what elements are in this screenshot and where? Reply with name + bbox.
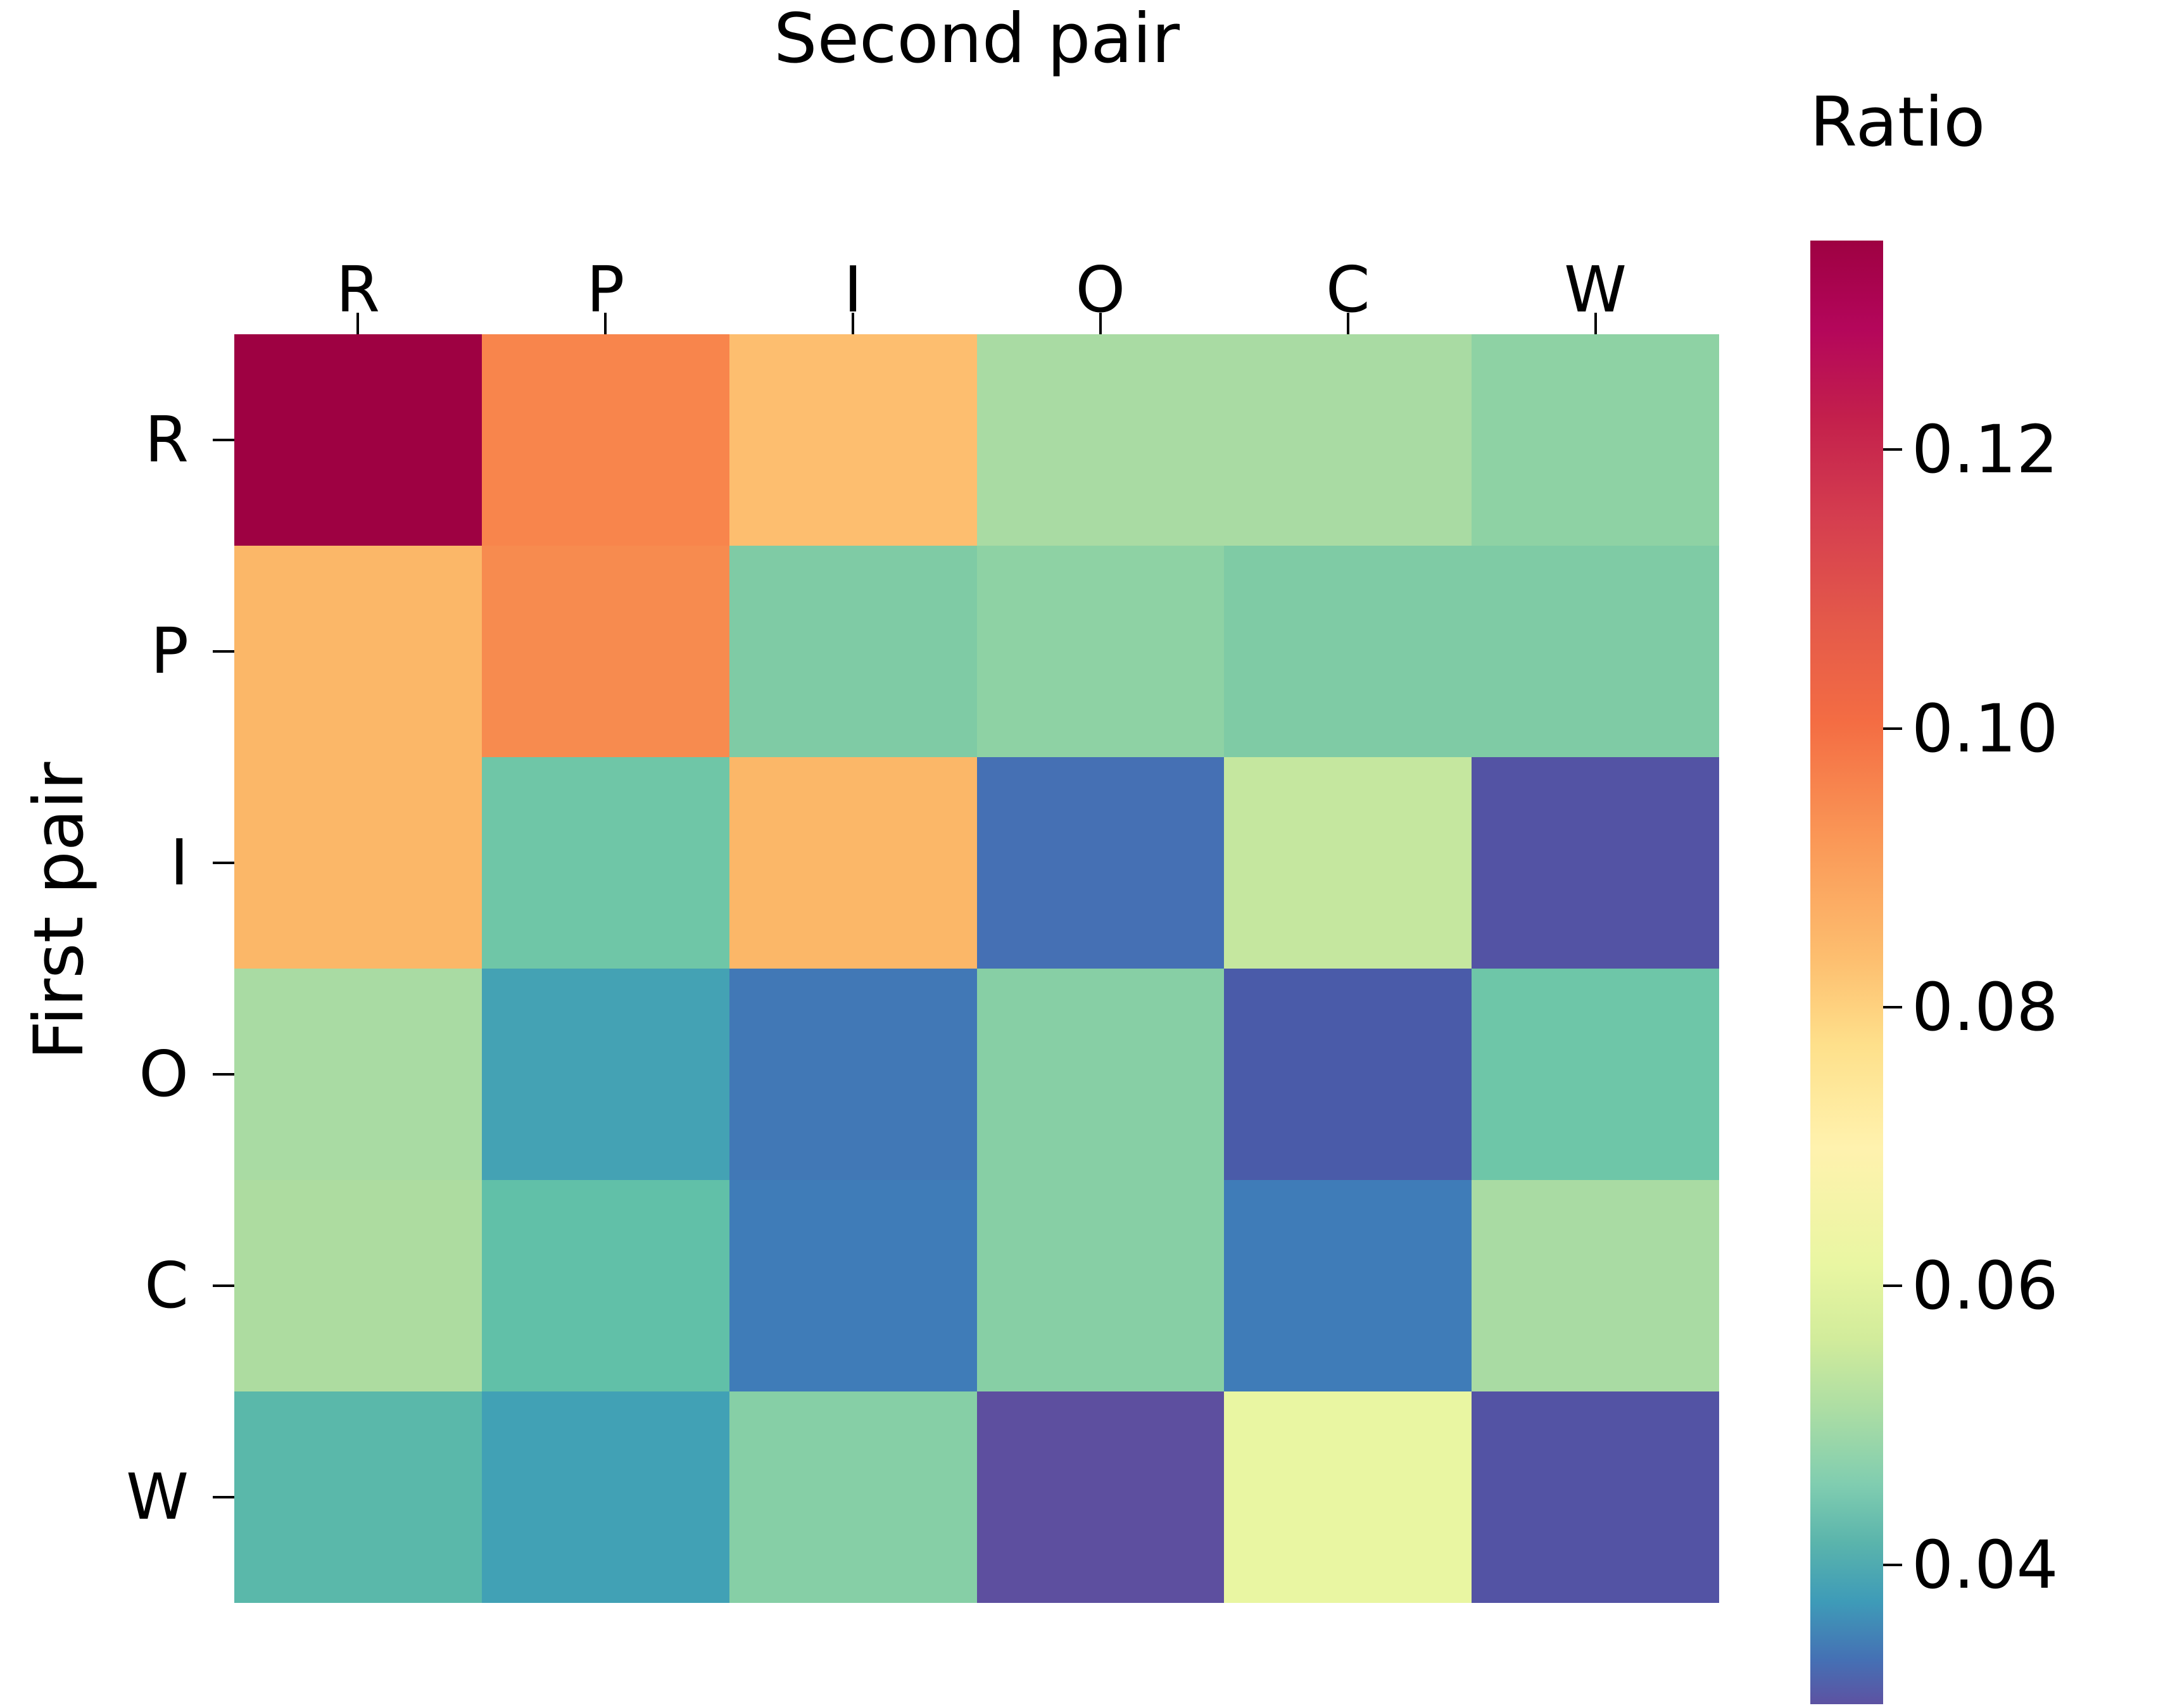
colorbar-tick-label-0-06: 0.06 xyxy=(1912,1247,2059,1325)
heatmap-cell-w-o xyxy=(976,1391,1225,1603)
colorbar: 0.12 0.10 0.08 0.06 0.04 xyxy=(1810,241,2059,1704)
heatmap-cell-p-o xyxy=(976,546,1225,757)
heatmap-cell-r-w xyxy=(1472,334,1719,546)
column-tick-mark-o xyxy=(977,313,1225,334)
row-tick-mark-r xyxy=(213,334,234,546)
heatmap-cell-o-r xyxy=(234,969,482,1180)
heatmap-cell-i-i xyxy=(729,757,977,969)
heatmap-cell-p-i xyxy=(729,546,977,757)
column-tick-label-c: C xyxy=(1325,253,1370,327)
column-tick-mark-c xyxy=(1224,313,1472,334)
heatmap-cell-i-w xyxy=(1472,757,1719,969)
column-tick-label-o: O xyxy=(1075,253,1126,327)
colorbar-title: Ratio xyxy=(1810,83,1986,162)
heatmap-cell-c-i xyxy=(729,1180,977,1391)
row-tick-mark-w xyxy=(213,1391,234,1603)
colorbar-tick-mark-0-08 xyxy=(1883,1006,1902,1009)
heatmap-cell-r-i xyxy=(729,334,977,546)
heatmap-cell-p-p xyxy=(481,546,729,757)
heatmap-cell-i-r xyxy=(234,757,482,969)
row-tick-label-p: P xyxy=(150,614,189,688)
heatmap-cell-c-w xyxy=(1472,1180,1719,1391)
colorbar-tick-label-0-08: 0.08 xyxy=(1912,969,2059,1046)
heatmap-cell-p-w xyxy=(1472,546,1719,757)
colorbar-tick-label-0-04: 0.04 xyxy=(1912,1526,2059,1604)
row-tick-label-i: I xyxy=(170,826,189,900)
column-tick-mark-w xyxy=(1472,313,1719,334)
heatmap-cell-o-p xyxy=(481,969,729,1180)
colorbar-tick-label-0-12: 0.12 xyxy=(1912,411,2059,489)
row-tick-mark-p xyxy=(213,546,234,757)
column-tick-label-p: P xyxy=(586,253,625,327)
column-tick-mark-r xyxy=(234,313,482,334)
heatmap-cell-c-o xyxy=(976,1180,1225,1391)
column-tick-label-w: W xyxy=(1564,253,1627,327)
heatmap-plot-area xyxy=(234,334,1719,1603)
heatmap-cell-w-c xyxy=(1224,1391,1472,1603)
colorbar-tick-mark-0-04 xyxy=(1883,1563,1902,1566)
heatmap-cell-i-p xyxy=(481,757,729,969)
heatmap-cell-o-c xyxy=(1224,969,1472,1180)
colorbar-tick-mark-0-12 xyxy=(1883,448,1902,451)
colorbar-gradient xyxy=(1810,241,1883,1704)
heatmap-cell-r-p xyxy=(481,334,729,546)
heatmap-cell-c-r xyxy=(234,1180,482,1391)
heatmap-cell-c-c xyxy=(1224,1180,1472,1391)
row-tick-mark-o xyxy=(213,969,234,1180)
heatmap-cell-c-p xyxy=(481,1180,729,1391)
heatmap-cell-r-c xyxy=(1224,334,1472,546)
heatmap-cell-i-o xyxy=(976,757,1225,969)
row-tick-marks xyxy=(213,334,234,1603)
colorbar-tick-label-0-1: 0.10 xyxy=(1912,689,2059,767)
heatmap-cell-r-o xyxy=(976,334,1225,546)
row-tick-label-o: O xyxy=(139,1037,189,1111)
row-tick-labels: R P I O C W xyxy=(76,334,203,1603)
heatmap-grid xyxy=(234,334,1719,1603)
column-tick-label-r: R xyxy=(336,253,381,327)
column-tick-labels: R P I O C W xyxy=(234,227,1719,322)
row-tick-label-c: C xyxy=(144,1248,189,1322)
column-tick-marks xyxy=(234,313,1719,334)
heatmap-cell-w-p xyxy=(481,1391,729,1603)
heatmap-cell-w-i xyxy=(729,1391,977,1603)
heatmap-cell-o-i xyxy=(729,969,977,1180)
row-tick-mark-i xyxy=(213,757,234,969)
heatmap-cell-w-w xyxy=(1472,1391,1719,1603)
heatmap-cell-o-w xyxy=(1472,969,1719,1180)
heatmap-cell-p-r xyxy=(234,546,482,757)
heatmap-cell-r-r xyxy=(234,334,482,546)
heatmap-cell-i-c xyxy=(1224,757,1472,969)
heatmap-cell-w-r xyxy=(234,1391,482,1603)
row-tick-label-w: W xyxy=(126,1460,189,1534)
row-tick-mark-c xyxy=(213,1180,234,1391)
heatmap-cell-o-o xyxy=(976,969,1225,1180)
colorbar-tick-mark-0-06 xyxy=(1883,1284,1902,1288)
heatmap-cell-p-c xyxy=(1224,546,1472,757)
column-tick-mark-i xyxy=(729,313,977,334)
row-tick-label-r: R xyxy=(144,403,189,477)
column-tick-mark-p xyxy=(482,313,729,334)
column-axis-title: Second pair xyxy=(774,0,1180,78)
colorbar-tick-mark-0-1 xyxy=(1883,727,1902,730)
column-tick-label-i: I xyxy=(843,253,862,327)
